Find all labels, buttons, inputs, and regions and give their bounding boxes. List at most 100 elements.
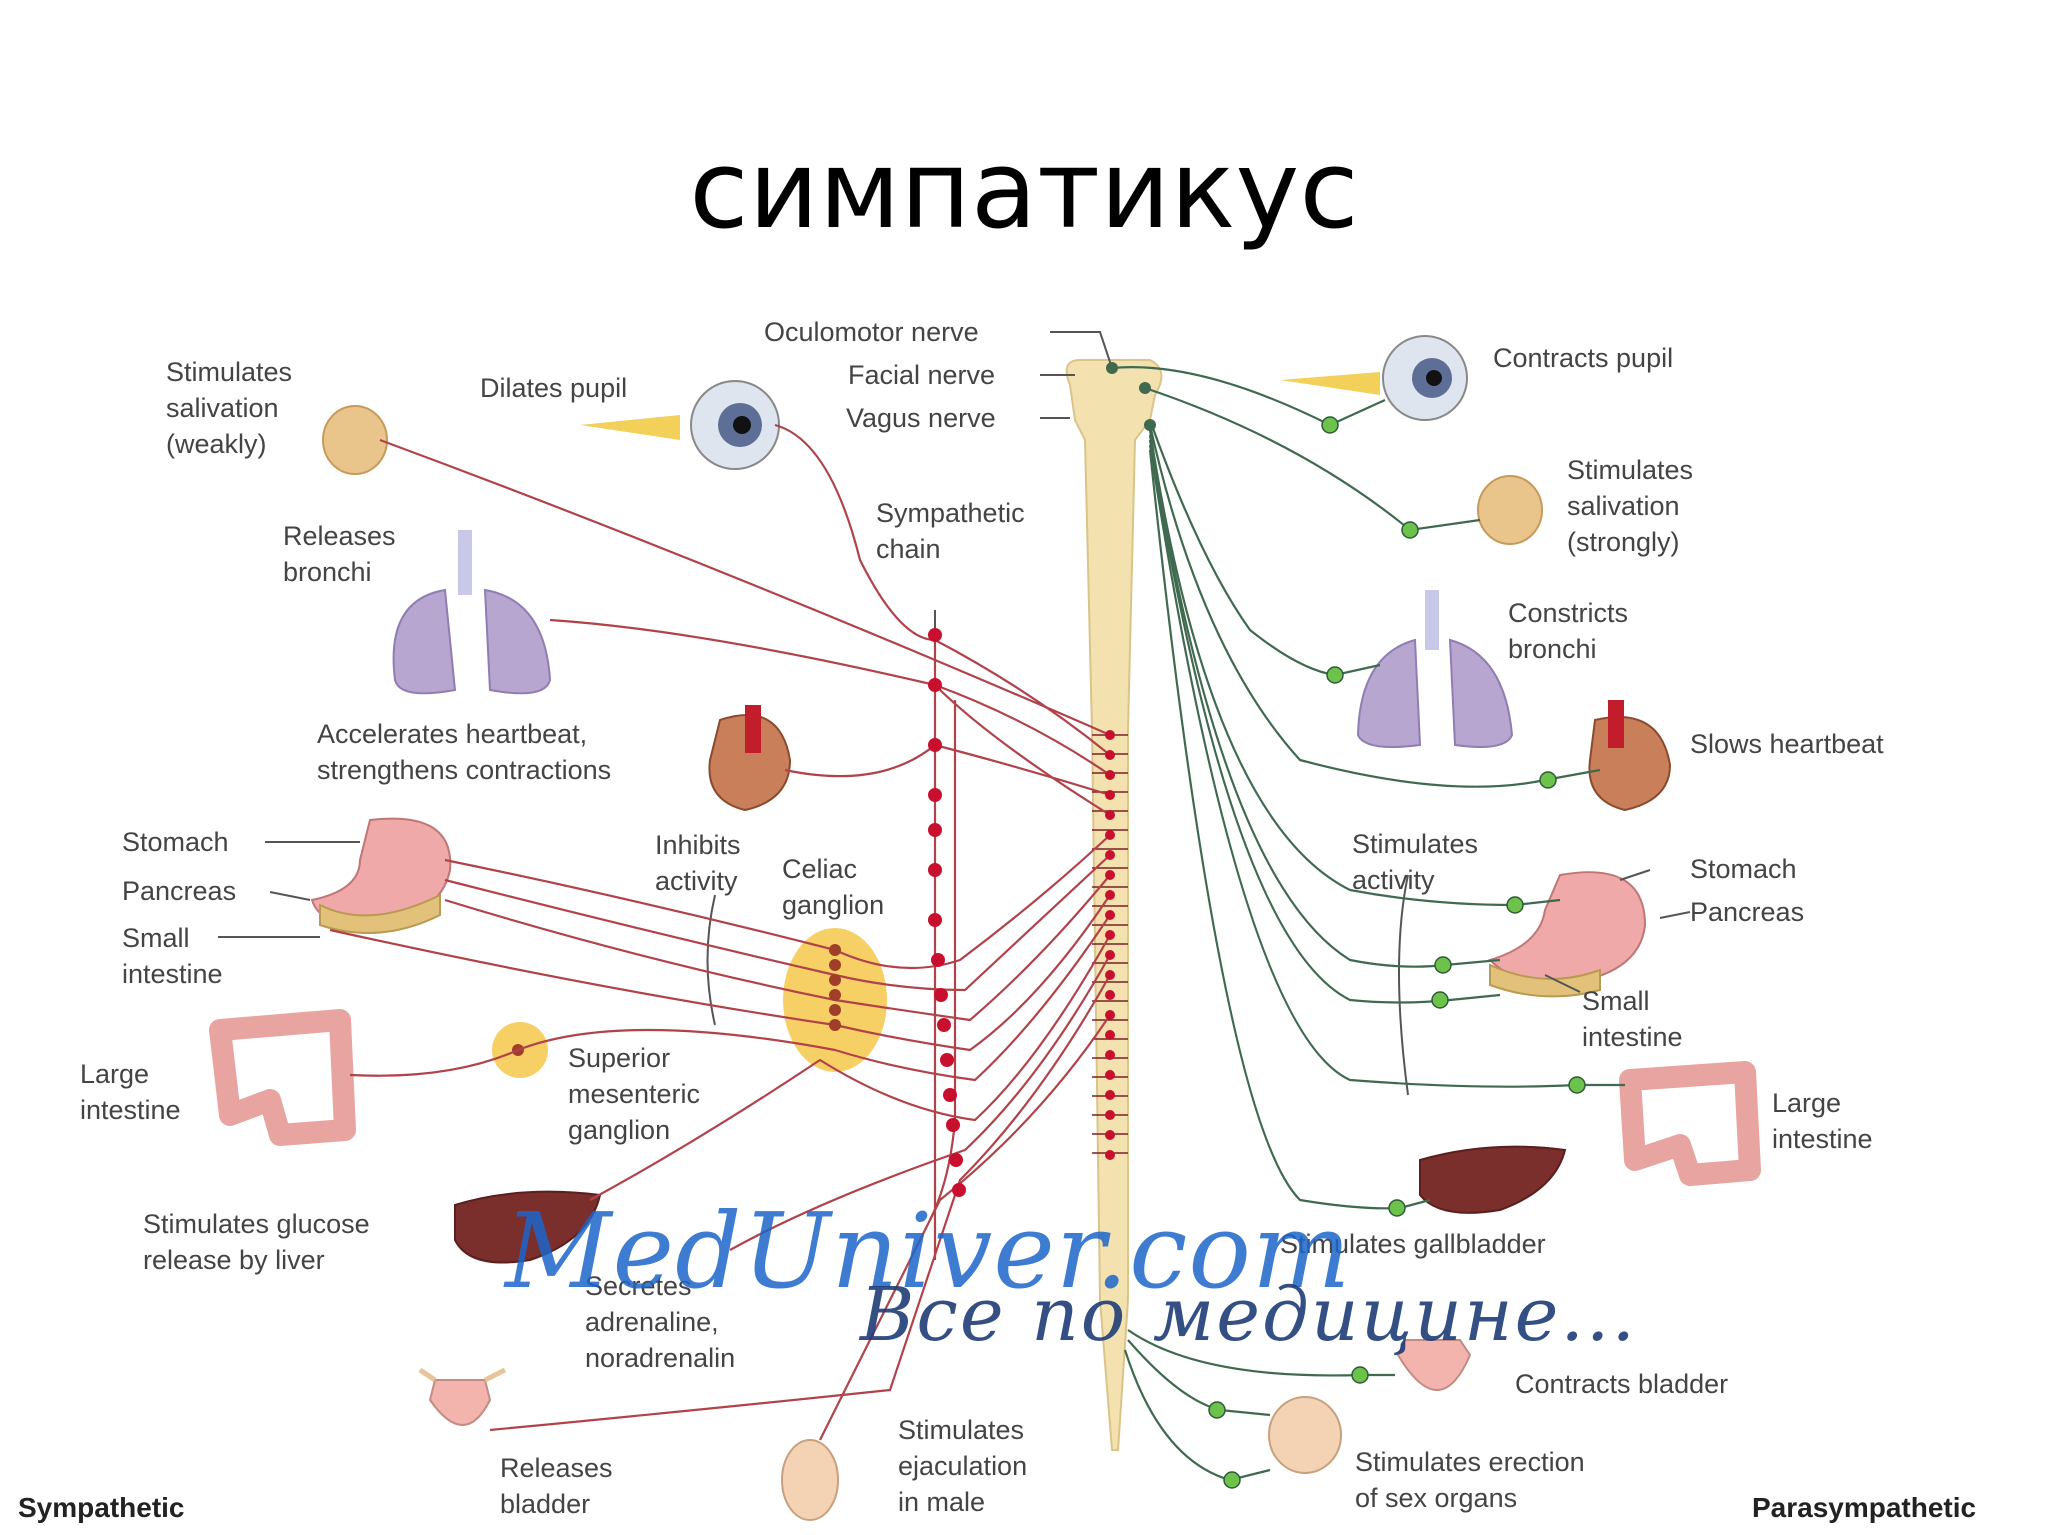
spinal-root-node [1105,950,1115,960]
label-left-small-intestine: Small intestine [122,923,223,989]
label-right-large-intestine: Large intestine [1772,1088,1873,1154]
large-intestine-left [209,1009,356,1146]
label-secretes-adrenaline: Secretes adrenaline, noradrenalin [585,1271,736,1373]
label-inhibits-activity: Inhibits activity [655,830,741,896]
label-vagus-nerve: Vagus nerve [846,403,996,433]
parasympathetic-nerve-path [1148,449,1431,1210]
spinal-root-node [1105,1050,1115,1060]
parasympathetic-ganglion [1568,1076,1586,1094]
cranial-nerve-origin [1139,382,1151,394]
parasympathetic-ganglion [1434,956,1452,974]
spinal-root-node [1105,790,1115,800]
heart-left [708,705,792,812]
parasympathetic-nerve-path [1148,434,1501,968]
left-organs [209,380,887,1521]
eye-right [1280,335,1468,421]
parasympathetic-ganglion [1401,521,1419,539]
sympathetic-nerve-path [729,954,1111,1251]
label-right-pancreas: Pancreas [1690,897,1805,927]
heart-right [1588,700,1672,812]
sympathetic-nerve-path [329,894,1111,1052]
sympathetic-nerve-path [444,854,1111,992]
sympathetic-chain-ganglion [928,788,942,802]
parasympathetic-ganglion [1388,1199,1406,1217]
stomach-right [1488,871,1647,998]
watermark-meduniver: MedUniver.com [505,1190,1352,1312]
sympathetic-chain-ganglion [946,1118,960,1132]
sympathetic-chain-ganglion [952,1183,966,1197]
sympathetic-nerve-path [444,874,1111,1022]
label-releases-bronchi: Releases bronchi [283,521,396,587]
spinal-root-node [1105,1070,1115,1080]
parasympathetic-nerve-path [1111,366,1386,427]
large-intestine-right [1619,1061,1761,1186]
lungs-right [1356,590,1514,748]
spinal-root-node [1105,730,1115,740]
parasympathetic-ganglion [1539,771,1557,789]
label-right-stomach: Stomach [1690,854,1797,884]
eye-left [580,380,780,470]
spinal-root-node [1105,1010,1115,1020]
celiac-ganglion-node [829,1019,841,1031]
parasympathetic-nerve-path [1127,1329,1395,1377]
sympathetic-nerve-path [379,438,1111,737]
spinal-root-node [1105,850,1115,860]
lungs-left [392,530,552,695]
parasympathetic-ganglion [1208,1401,1226,1419]
liver-right [1419,1145,1567,1214]
label-right-salivation: Stimulates salivation (strongly) [1567,455,1694,557]
sympathetic-nerve-path [934,684,1111,816]
label-stimulates-erection: Stimulates erection of sex organs [1355,1447,1585,1513]
spinal-root-node [1105,830,1115,840]
salivary-gland-left [322,405,388,475]
stomach-left [310,817,452,934]
sympathetic-chain-ganglion [928,913,942,927]
sympathetic-chain-ganglion [937,1018,951,1032]
slide-title: симпатикус [689,128,1359,253]
label-parasympathetic: Parasympathetic [1752,1492,1977,1523]
parasympathetic-nerve-path [1148,429,1561,907]
label-sympathetic: Sympathetic [18,1492,185,1523]
parasympathetic-ganglion [1326,666,1344,684]
sympathetic-nerve-path [549,618,1111,776]
label-left-large-intestine: Large intestine [80,1059,181,1125]
spinal-root-node [1105,1090,1115,1100]
sex-organs-left [781,1439,839,1521]
parasympathetic-nerve-path [1123,1349,1271,1482]
parasympathetic-nerve-path [1148,439,1501,1004]
sympathetic-nerve-path [349,914,1111,1082]
label-facial-nerve: Facial nerve [848,360,996,390]
salivary-gland-right [1477,475,1543,545]
sex-organs-right [1268,1396,1342,1474]
sympathetic-nerve-path [589,934,1111,1201]
label-stimulates-gallbladder: Stimulates gallbladder [1280,1229,1546,1259]
parasympathetic-ganglia [1106,362,1586,1489]
liver-left [454,1190,602,1264]
sympathetic-nerve-path [774,423,1111,756]
parasympathetic-ganglion [1351,1366,1369,1384]
sympathetic-nerve-path [819,1014,1111,1441]
celiac-ganglion-node [829,944,841,956]
label-right-small-intestine: Small intestine [1582,986,1683,1052]
watermark-tagline: Все по медицине... [860,1272,1637,1358]
sympathetic-chain-ganglion [949,1153,963,1167]
spinal-root-node [1105,1150,1115,1160]
sympathetic-chain-ganglion [943,1088,957,1102]
sympathetic-nerve-path [444,834,1111,970]
label-slows-heartbeat: Slows heartbeat [1690,729,1884,759]
label-left-salivation: Stimulates salivation (weakly) [166,357,293,459]
spinal-root-node [1105,750,1115,760]
parasympathetic-ganglion [1223,1471,1241,1489]
label-superior-mesenteric: Superior mesenteric ganglion [568,1043,701,1145]
leader-lines [218,331,1691,1096]
spinal-root-node [1105,810,1115,820]
label-stimulates-ejaculation: Stimulates ejaculation in male [898,1415,1028,1517]
label-left-stomach: Stomach [122,827,229,857]
spinal-root-node [1105,1110,1115,1120]
parasympathetic-ganglion [1431,991,1449,1009]
label-constricts-bronchi: Constricts bronchi [1508,598,1629,664]
sympathetic-chain-ganglia [829,628,1115,1197]
spinal-root-node [1105,870,1115,880]
celiac-ganglion-node [829,959,841,971]
